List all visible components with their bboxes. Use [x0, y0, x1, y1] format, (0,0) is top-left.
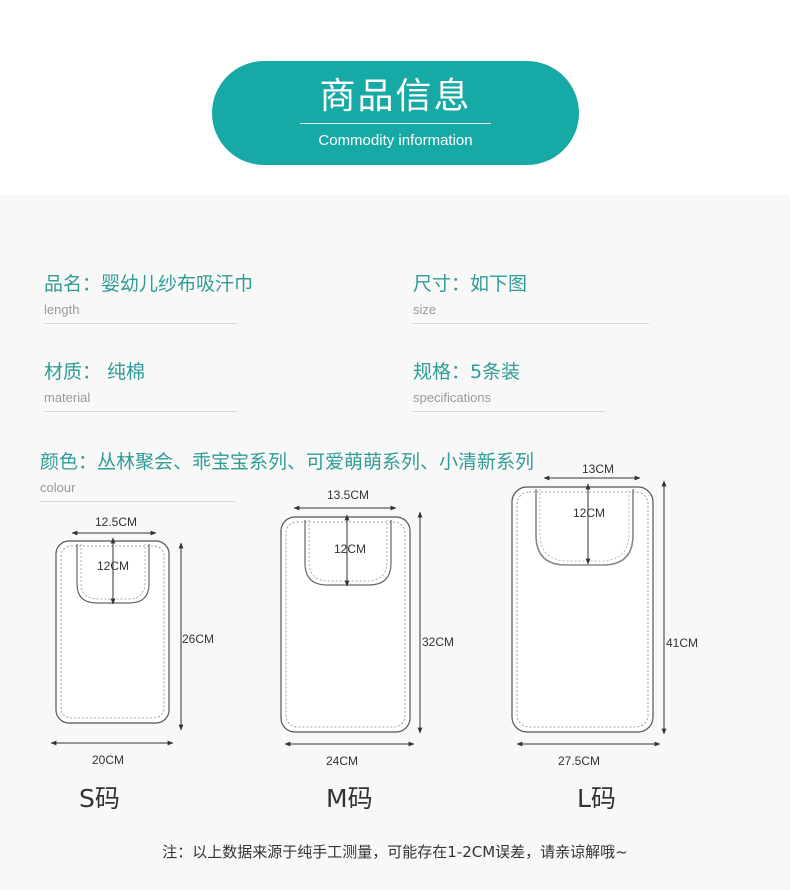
s-height: 26CM [182, 632, 214, 646]
section-title: 商品信息 [319, 76, 472, 117]
product-name-label: 品名：婴幼儿纱布吸汗巾 [44, 273, 254, 295]
s-width: 20CM [92, 753, 124, 767]
size-name-m: M码 [326, 784, 373, 813]
material-label: 材质： 纯棉 [44, 361, 146, 383]
size-name-s: S码 [79, 784, 120, 813]
info-colour: 颜色：丛林聚会、乖宝宝系列、可爱萌萌系列、小清新系列 colour [40, 449, 534, 502]
s-top-width: 12.5CM [95, 515, 137, 529]
info-product-name: 品名：婴幼儿纱布吸汗巾 length [44, 271, 253, 324]
info-spec: 规格：5条装 specifications [413, 359, 605, 412]
material-en: material [44, 390, 91, 405]
size-label: 尺寸：如下图 [413, 273, 528, 295]
m-height: 32CM [422, 635, 454, 649]
divider [44, 411, 237, 412]
title-banner: 商品信息 Commodity information [212, 61, 579, 165]
divider [40, 501, 235, 502]
towel-m: 13.5CM 12CM 32CM 24CM [280, 488, 454, 768]
size-en: size [413, 302, 437, 317]
m-width: 24CM [326, 754, 358, 768]
l-pocket: 12CM [573, 506, 605, 520]
divider [413, 323, 649, 324]
colour-label: 颜色：丛林聚会、乖宝宝系列、可爱萌萌系列、小清新系列 [40, 451, 535, 473]
l-height: 41CM [666, 636, 698, 650]
info-size: 尺寸：如下图 size [413, 271, 649, 324]
spec-label: 规格：5条装 [413, 361, 521, 383]
divider [413, 411, 605, 412]
l-top-width: 13CM [582, 462, 614, 476]
colour-en: colour [40, 480, 76, 495]
product-name-en: length [44, 302, 80, 317]
m-pocket: 12CM [334, 542, 366, 556]
towel-l: 13CM 12CM 41CM 27.5CM [511, 462, 698, 768]
l-width: 27.5CM [558, 754, 600, 768]
s-pocket: 12CM [97, 559, 129, 573]
measurement-note: 注：以上数据来源于纯手工测量，可能存在1-2CM误差，请亲谅解哦~ [162, 843, 628, 861]
divider [44, 323, 237, 324]
info-material: 材质： 纯棉 material [44, 359, 237, 412]
size-name-l: L码 [577, 784, 616, 813]
m-top-width: 13.5CM [327, 488, 369, 502]
towel-s: 12.5CM 12CM 26CM 20CM [50, 515, 214, 767]
title-divider [300, 123, 491, 124]
spec-en: specifications [413, 390, 492, 405]
section-subtitle: Commodity information [318, 132, 473, 149]
header-section: 商品信息 Commodity information [0, 0, 790, 195]
